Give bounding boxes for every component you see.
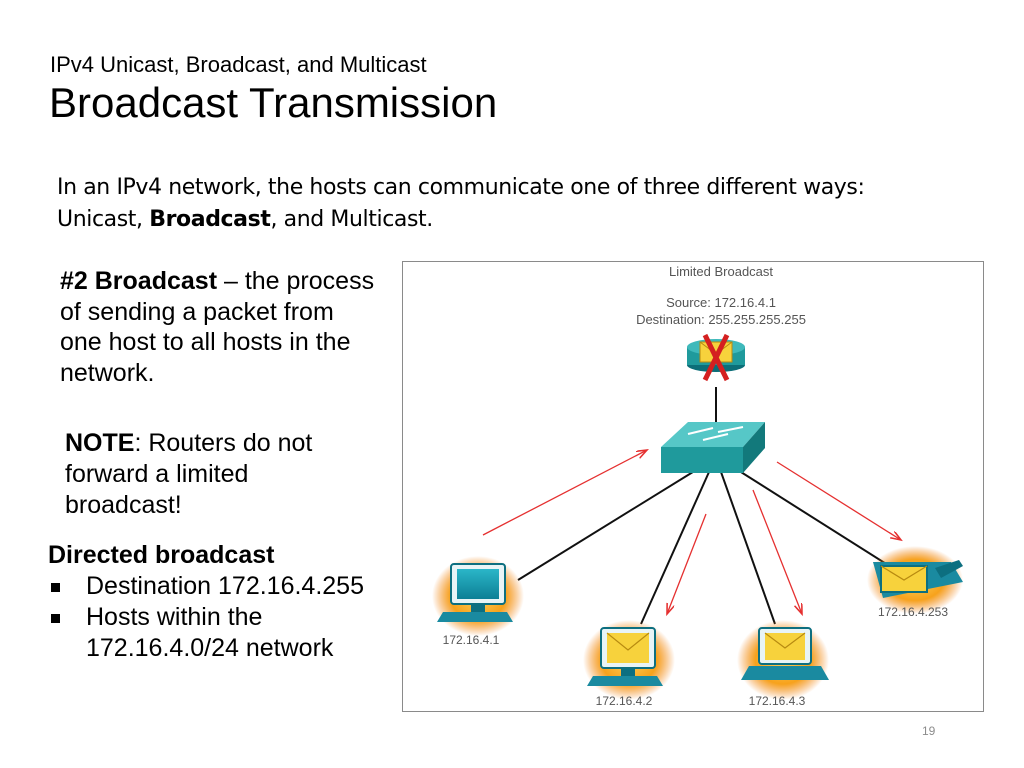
figure-source: Source: 172.16.4.1 bbox=[666, 295, 776, 310]
note-text: : Routers do not forward a limited broad… bbox=[65, 429, 313, 519]
network-cables bbox=[517, 387, 892, 625]
intro-line-1: In an IPv4 network, the hosts can commun… bbox=[57, 175, 865, 200]
blocked-x-icon bbox=[702, 333, 730, 382]
directed-broadcast-section: Directed broadcast Destination 172.16.4.… bbox=[48, 540, 388, 664]
host-172-16-4-3-icon bbox=[737, 620, 829, 700]
directed-heading: Directed broadcast bbox=[48, 541, 275, 569]
intro-line-2: Unicast, Broadcast, and Multicast. bbox=[57, 204, 957, 236]
note-label: NOTE bbox=[65, 429, 135, 457]
directed-bullet: Hosts within the 172.16.4.0/24 network bbox=[48, 602, 388, 664]
host-172-16-4-2-icon bbox=[583, 620, 675, 700]
router-note: NOTE: Routers do not forward a limited b… bbox=[65, 428, 335, 521]
cable-host-1 bbox=[517, 466, 702, 581]
broadcast-arrows bbox=[482, 450, 901, 614]
host-172-16-4-253-icon bbox=[867, 546, 963, 614]
broadcast-definition: #2 Broadcast – the process of sending a … bbox=[60, 266, 380, 388]
limited-broadcast-figure: Limited Broadcast Source: 172.16.4.1 Des… bbox=[402, 261, 984, 712]
host-label: 172.16.4.2 bbox=[596, 694, 653, 708]
figure-destination: Destination: 255.255.255.255 bbox=[636, 312, 806, 327]
page-number: 19 bbox=[922, 724, 936, 738]
intro-paragraph: In an IPv4 network, the hosts can commun… bbox=[57, 172, 957, 236]
slide-subtitle: IPv4 Unicast, Broadcast, and Multicast bbox=[50, 52, 427, 77]
host-label: 172.16.4.1 bbox=[443, 633, 500, 647]
switch-icon bbox=[661, 422, 765, 473]
directed-bullet-text: Hosts within the 172.16.4.0/24 network bbox=[86, 603, 334, 662]
cable-host-4 bbox=[732, 466, 892, 568]
arrow-to-host-2 bbox=[667, 513, 707, 614]
host-172-16-4-1-icon bbox=[432, 556, 524, 636]
bullet-square-icon bbox=[51, 583, 60, 592]
cable-host-2 bbox=[640, 471, 710, 625]
arrow-to-switch bbox=[482, 450, 647, 536]
definition-term: #2 Broadcast bbox=[60, 267, 218, 295]
network-diagram: Limited Broadcast Source: 172.16.4.1 Des… bbox=[432, 264, 963, 708]
host-label: 172.16.4.3 bbox=[749, 694, 806, 708]
intro-unicast: Unicast, bbox=[57, 207, 150, 232]
directed-bullet: Destination 172.16.4.255 bbox=[48, 571, 388, 602]
figure-title: Limited Broadcast bbox=[669, 264, 773, 279]
slide-title: Broadcast Transmission bbox=[49, 79, 498, 126]
intro-broadcast: Broadcast bbox=[149, 207, 271, 232]
bullet-square-icon bbox=[51, 614, 60, 623]
host-label: 172.16.4.253 bbox=[878, 605, 948, 619]
router-icon bbox=[687, 333, 745, 382]
arrow-to-host-4 bbox=[776, 461, 901, 540]
cable-host-3 bbox=[720, 471, 776, 625]
intro-rest: , and Multicast. bbox=[270, 207, 433, 232]
arrow-to-host-3 bbox=[752, 489, 802, 614]
definition-text: – the process of sending a packet from o… bbox=[60, 267, 375, 387]
directed-bullet-text: Destination 172.16.4.255 bbox=[86, 572, 364, 600]
